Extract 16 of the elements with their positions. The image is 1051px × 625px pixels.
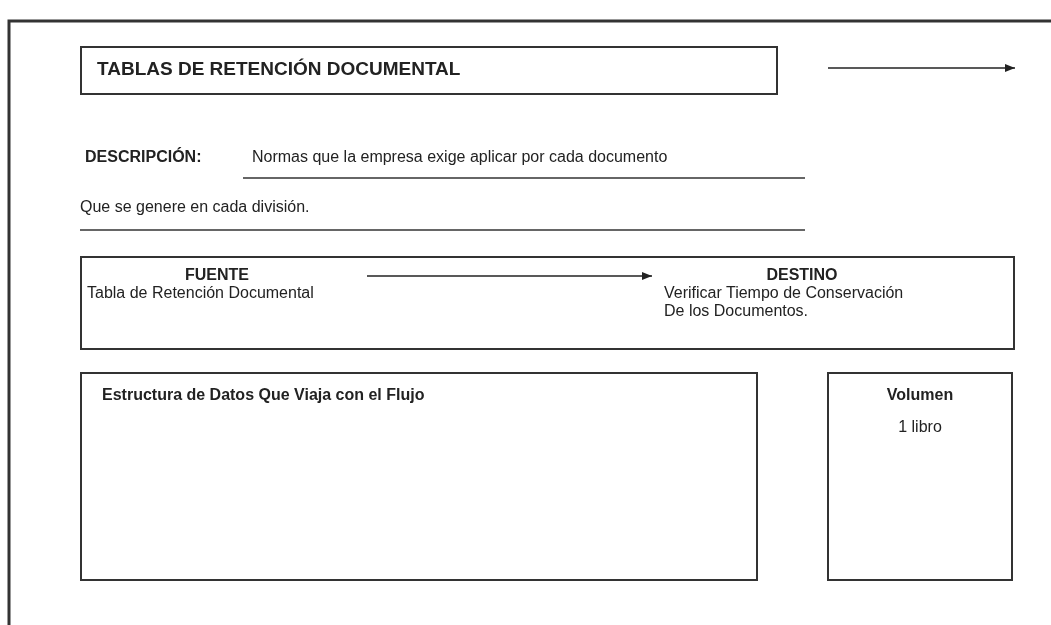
panel-heading: Volumen [885, 385, 955, 404]
flow-heading: DESTINO [765, 266, 839, 284]
form-title: TABLAS DE RETENCIÓN DOCUMENTAL [96, 57, 462, 81]
arrow [366, 272, 653, 280]
field-value: Que se genere en cada división. [80, 198, 310, 216]
panel-heading: Estructura de Datos Que Viaja con el Flujo [101, 385, 426, 405]
flow-description: Verificar Tiempo de Conservación De los Documentos. [663, 284, 905, 320]
field-value: Normas que la empresa exige aplicar por cada documento [252, 148, 668, 166]
flow-panel [80, 256, 1015, 350]
field-label: DESCRIPCIÓN: [85, 148, 202, 166]
title-box [80, 46, 778, 95]
flow-heading: FUENTE [184, 266, 250, 284]
flow-description: Tabla de Retención Documental [87, 284, 315, 302]
volume-value: 1 libro [897, 417, 943, 436]
data-panel [80, 372, 758, 581]
data-panel [827, 372, 1013, 581]
